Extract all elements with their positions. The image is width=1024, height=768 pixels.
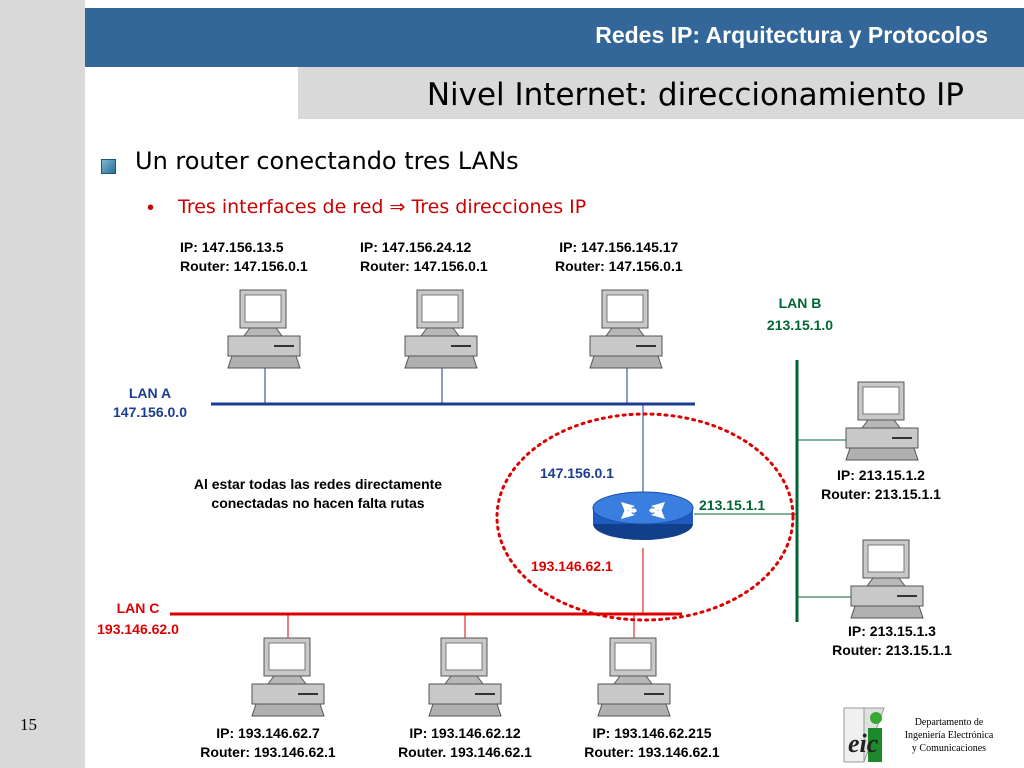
- router-if-a-label: 147.156.0.1: [540, 465, 614, 481]
- computer-icon: [850, 539, 924, 619]
- computer-icon: [597, 637, 671, 717]
- course-title: Redes IP: Arquitectura y Protocolos: [595, 22, 988, 48]
- router-icon: [592, 491, 694, 541]
- eic-logo-icon: [843, 707, 885, 763]
- department-name: Departamento de Ingeniería Electrónica y…: [904, 717, 994, 754]
- computer-icon: [589, 289, 663, 369]
- bullet-level2: Tres interfaces de red ⇒ Tres direccione…: [178, 196, 587, 218]
- computer-icon: [227, 289, 301, 369]
- bullet-dot-icon: •: [147, 197, 155, 219]
- left-sidebar-band: [0, 0, 85, 768]
- computer-icon: [845, 381, 919, 461]
- computer-icon: [251, 637, 325, 717]
- bullet-square-icon: [101, 159, 116, 174]
- slide-title: Nivel Internet: direccionamiento IP: [426, 77, 964, 113]
- bullet-level1: Un router conectando tres LANs: [135, 147, 519, 175]
- router-if-b-label: 213.15.1.1: [699, 497, 766, 513]
- router-highlight-circle: [495, 412, 795, 622]
- eic-logo-text: eic: [848, 729, 879, 758]
- computer-icon: [428, 637, 502, 717]
- router-if-c-label: 193.146.62.1: [531, 558, 613, 574]
- page-number: 15: [20, 715, 37, 734]
- header-band: [85, 8, 1024, 67]
- routing-note: Al estar todas las redes directamente co…: [193, 476, 443, 511]
- title-band: [298, 67, 1024, 119]
- computer-icon: [404, 289, 478, 369]
